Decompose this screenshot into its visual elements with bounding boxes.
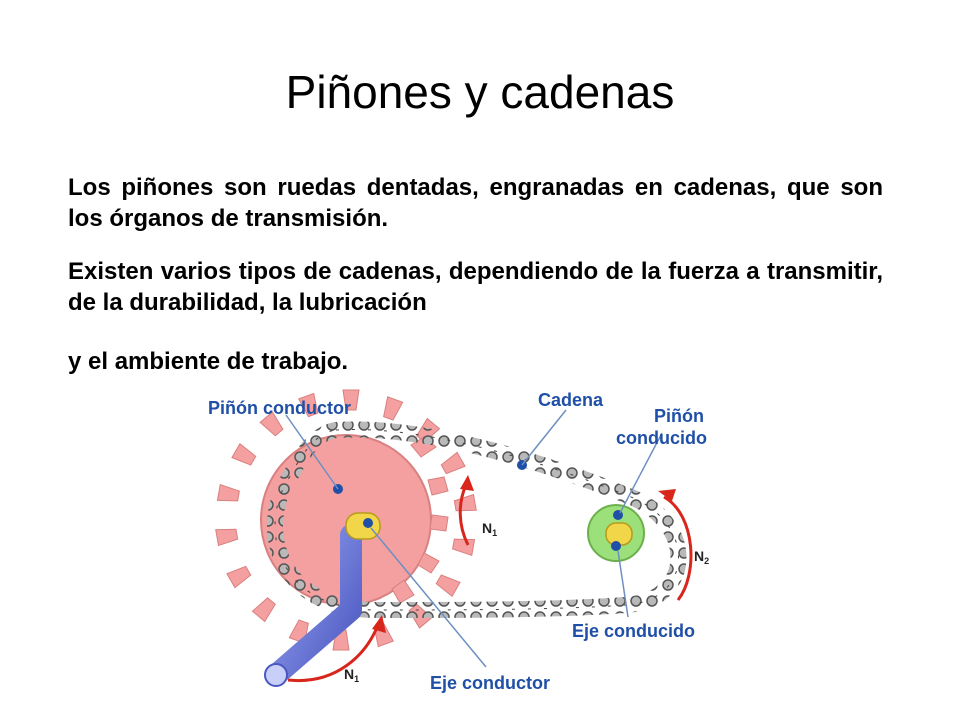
label-driven-shaft: Eje conducido (572, 621, 695, 641)
label-driven-sprocket-2: conducido (616, 428, 707, 448)
paragraph-3: y el ambiente de trabajo. (68, 348, 349, 375)
label-driving-sprocket: Piñón conductor (208, 398, 351, 418)
rotation-arrow-n1-bottom (287, 624, 380, 683)
paragraph-2: Existen varios tipos de cadenas, dependi… (68, 258, 883, 316)
label-n1-bottom: N1 (344, 666, 359, 684)
rotation-arrow-n1-top (458, 484, 470, 546)
label-driven-sprocket-1: Piñón (654, 406, 704, 426)
driven-sprocket (587, 504, 645, 562)
label-driving-shaft: Eje conductor (430, 673, 550, 693)
label-n2: N2 (694, 548, 709, 566)
chain-drive-diagram: Piñón conductor Cadena Piñón conducido E… (208, 389, 709, 693)
paragraph-1: Los piñones son ruedas dentadas, engrana… (68, 174, 883, 232)
driving-shaft (264, 512, 381, 687)
label-chain: Cadena (538, 390, 604, 410)
label-n1-top: N1 (482, 520, 497, 538)
slide-title: Piñones y cadenas (285, 66, 675, 118)
rotation-arrow-n2 (663, 495, 693, 601)
